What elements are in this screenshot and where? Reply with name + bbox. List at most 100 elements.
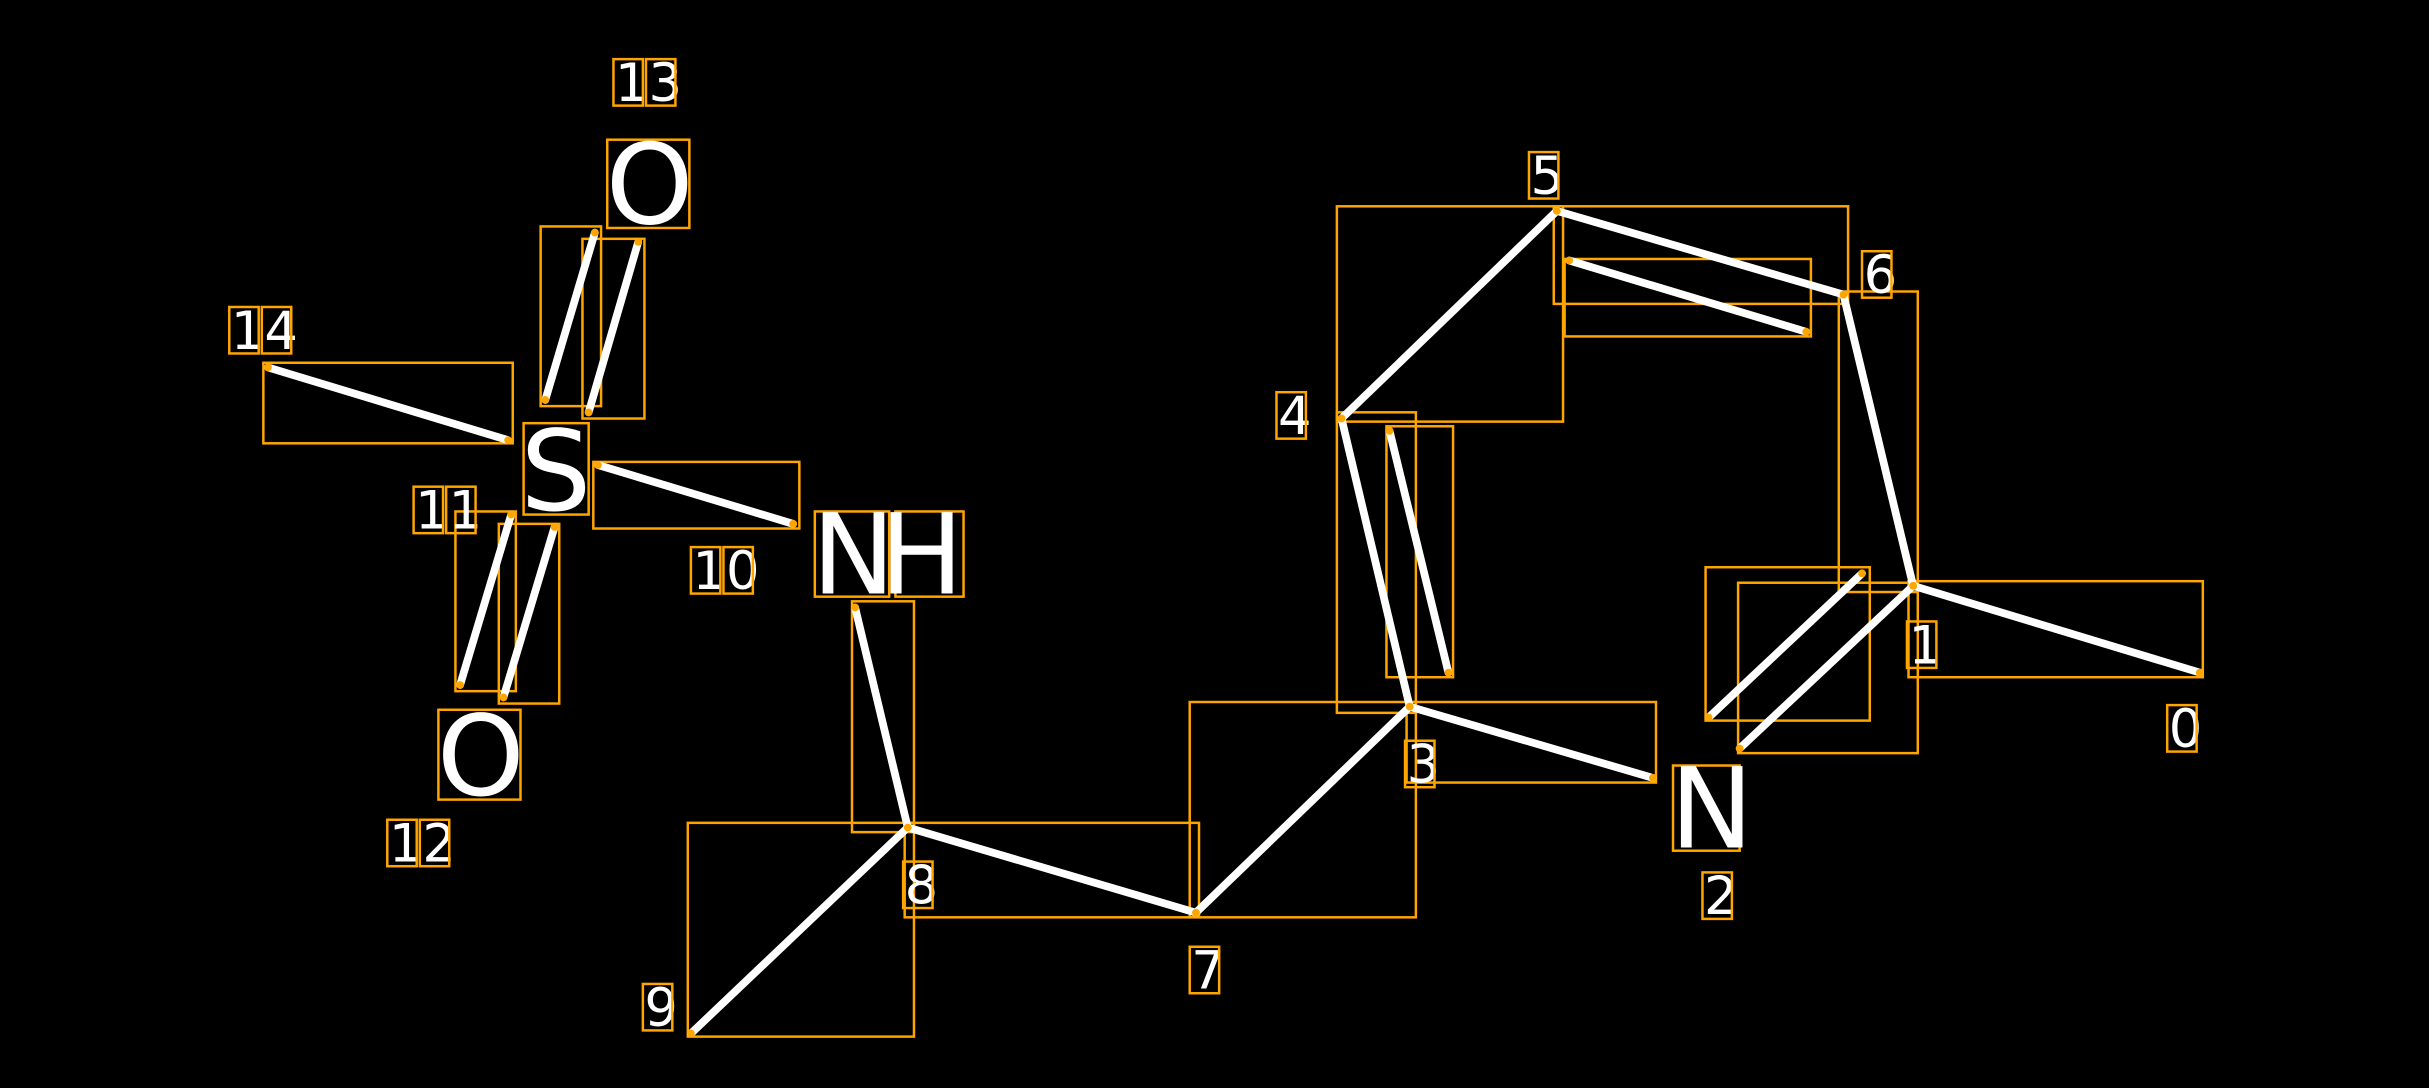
atom-index-label: 13 bbox=[615, 53, 682, 114]
atom-index-label: 12 bbox=[389, 814, 456, 875]
bounding-box bbox=[850, 600, 916, 834]
bond-line bbox=[264, 363, 512, 445]
label-box bbox=[722, 545, 755, 595]
atom-index-label: 11 bbox=[415, 481, 482, 542]
atom-label-o-top: O bbox=[606, 120, 694, 250]
bond-line bbox=[594, 461, 798, 528]
atom-index-label: 10 bbox=[692, 541, 759, 602]
label-box bbox=[386, 818, 418, 868]
label-box bbox=[412, 485, 445, 535]
bond-line bbox=[1565, 256, 1811, 336]
bond-line bbox=[541, 228, 599, 404]
bond-line bbox=[1704, 569, 1866, 722]
bond-endpoint bbox=[1735, 744, 1744, 753]
atom-index-label: 14 bbox=[231, 301, 298, 362]
bounding-box bbox=[1837, 290, 1920, 594]
bounding-box bbox=[522, 421, 590, 516]
label-box bbox=[689, 545, 722, 595]
bounding-box bbox=[581, 237, 646, 420]
bounding-box bbox=[454, 510, 518, 693]
bond-endpoint bbox=[499, 693, 508, 702]
label-box bbox=[444, 485, 477, 535]
bond-line bbox=[584, 238, 643, 417]
bounding-box bbox=[894, 510, 965, 598]
bond-line bbox=[687, 823, 912, 1038]
bond-endpoint bbox=[1839, 290, 1848, 299]
bounding-box bbox=[539, 225, 603, 408]
label-box bbox=[2165, 703, 2198, 753]
bond-line bbox=[499, 523, 559, 702]
bond-endpoint bbox=[541, 396, 550, 404]
bond-line bbox=[1385, 427, 1453, 677]
bounding-box bbox=[1335, 411, 1418, 715]
label-box bbox=[1403, 739, 1436, 789]
bond-endpoint bbox=[1405, 702, 1414, 711]
bond-line bbox=[1192, 702, 1414, 917]
bond-endpoint bbox=[634, 238, 643, 246]
label-box bbox=[1860, 249, 1893, 299]
bond-line bbox=[851, 603, 912, 832]
bond-line bbox=[456, 510, 516, 689]
bond-line bbox=[1839, 290, 1918, 590]
label-box bbox=[612, 57, 645, 107]
bond-endpoint bbox=[851, 603, 859, 612]
bond-endpoint bbox=[1858, 569, 1866, 578]
label-box bbox=[418, 818, 451, 868]
bond-line bbox=[1735, 581, 1918, 753]
bounding-box bbox=[813, 510, 891, 598]
bond-endpoint bbox=[1385, 427, 1394, 435]
bond-endpoint bbox=[1192, 908, 1200, 917]
label-box bbox=[641, 982, 674, 1032]
bond-endpoint bbox=[264, 363, 272, 372]
bounding-box bbox=[497, 522, 561, 705]
bounding-box bbox=[437, 708, 522, 801]
bond-line bbox=[1552, 207, 1848, 299]
bond-endpoint bbox=[789, 519, 798, 528]
bond-line bbox=[903, 823, 1200, 917]
bond-endpoint bbox=[1704, 713, 1713, 722]
bounding-box bbox=[686, 821, 916, 1038]
bond-endpoint bbox=[1649, 774, 1657, 782]
bounding-box bbox=[606, 138, 691, 230]
atom-label-nh: NH bbox=[812, 491, 964, 621]
label-box bbox=[644, 57, 677, 107]
label-box bbox=[260, 305, 293, 355]
bond-line bbox=[1909, 581, 2204, 677]
bond-endpoint bbox=[507, 510, 516, 519]
bond-endpoint bbox=[1565, 256, 1574, 265]
bond-endpoint bbox=[1552, 207, 1561, 215]
bond-endpoint bbox=[1909, 581, 1918, 590]
label-box bbox=[1275, 390, 1308, 440]
bonds bbox=[264, 207, 2204, 1038]
bounding-box bbox=[1704, 565, 1872, 722]
bond-endpoint bbox=[456, 681, 464, 689]
bounding-box bbox=[1563, 257, 1813, 338]
bounding-box bbox=[1671, 764, 1741, 852]
label-box bbox=[1188, 945, 1221, 995]
bond-endpoint bbox=[594, 461, 602, 469]
label-box bbox=[1527, 150, 1560, 200]
bond-line bbox=[1405, 702, 1657, 782]
bounding-box bbox=[1907, 579, 2205, 679]
atom-label-o-bottom: O bbox=[437, 692, 525, 822]
bounding-box bbox=[1385, 425, 1455, 679]
bounding-box bbox=[1405, 700, 1658, 784]
bond-line bbox=[1337, 207, 1561, 423]
bounding-box bbox=[1188, 700, 1418, 919]
bond-endpoint bbox=[1802, 327, 1811, 336]
label-box bbox=[901, 860, 934, 910]
label-box bbox=[1905, 620, 1938, 670]
bond-endpoint bbox=[903, 823, 912, 832]
label-box bbox=[228, 305, 260, 355]
bounding-boxes bbox=[262, 138, 2205, 1038]
atom-label-s: S bbox=[521, 407, 592, 537]
bond-line bbox=[1337, 414, 1414, 711]
bounding-box bbox=[262, 361, 514, 445]
bond-endpoint bbox=[504, 436, 512, 445]
bounding-box bbox=[1335, 205, 1565, 423]
bond-endpoint bbox=[1444, 668, 1453, 677]
bond-endpoint bbox=[2195, 668, 2204, 677]
bounding-box bbox=[903, 821, 1201, 919]
